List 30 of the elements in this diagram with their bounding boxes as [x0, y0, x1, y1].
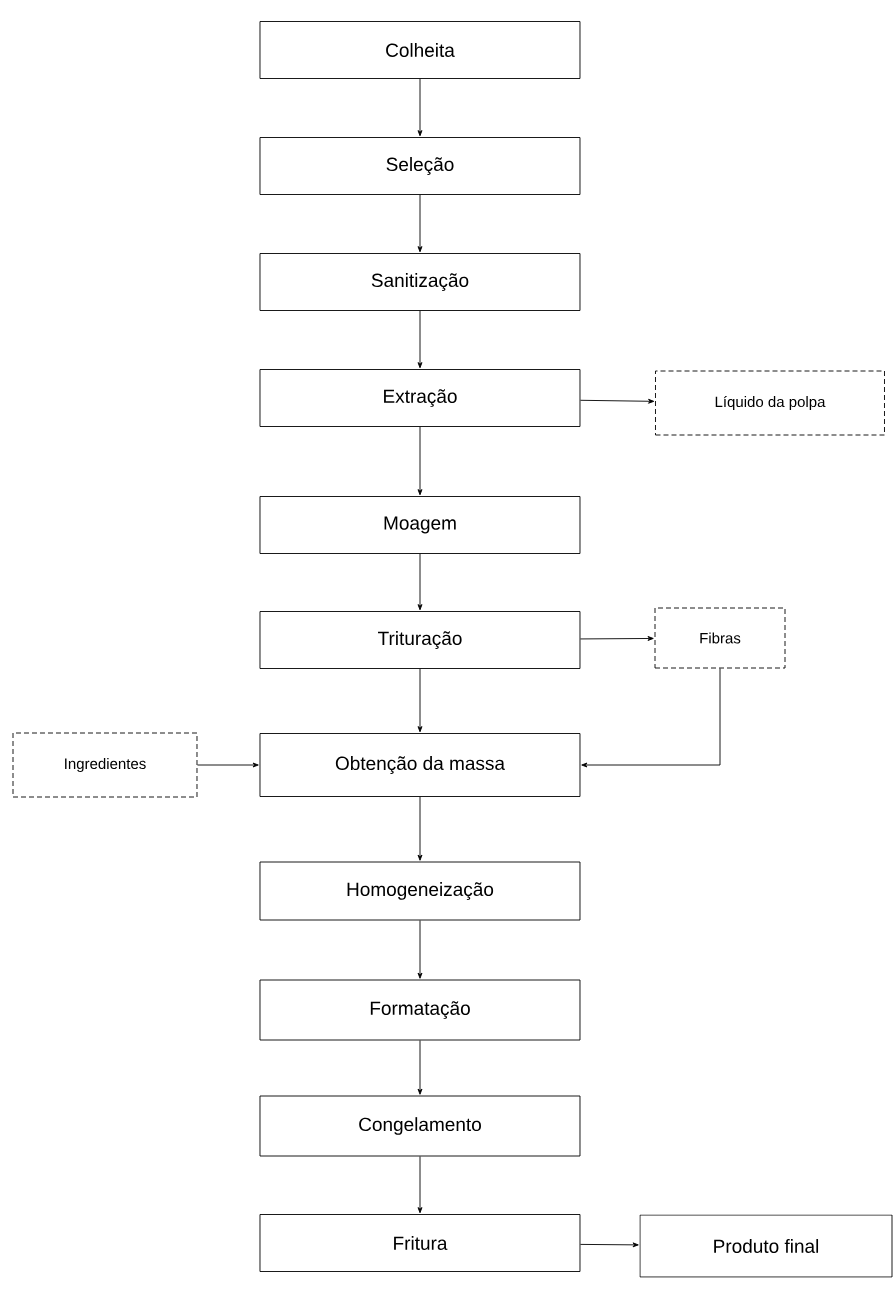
arrow — [417, 1156, 423, 1214]
process-box: Homogeneização — [259, 861, 581, 921]
process-box: Congelamento — [259, 1095, 581, 1157]
dashed-box: Fibras — [654, 607, 786, 669]
process-box: Moagem — [259, 496, 581, 554]
arrow — [417, 78, 423, 137]
arrow — [580, 398, 655, 404]
arrow — [580, 636, 654, 641]
process-box: Sanitização — [259, 253, 581, 311]
arrow — [417, 796, 423, 861]
arrow — [417, 1040, 423, 1095]
arrow — [417, 553, 423, 611]
process-box: Seleção — [259, 137, 581, 195]
process-box: Formatação — [259, 979, 581, 1041]
dashed-box: Ingredientes — [12, 732, 198, 798]
arrow — [417, 668, 423, 733]
process-box: Extração — [259, 369, 581, 427]
arrow — [581, 668, 721, 768]
process-box: Colheita — [259, 21, 581, 79]
process-box: Fritura — [259, 1214, 581, 1272]
arrow — [197, 762, 259, 768]
process-box: Obtenção da massa — [259, 733, 581, 797]
arrow — [417, 194, 423, 253]
process-box: Trituração — [259, 611, 581, 669]
arrow — [417, 426, 423, 496]
dashed-box: Líquido da polpa — [655, 370, 885, 436]
arrow — [417, 310, 423, 369]
arrow — [580, 1242, 639, 1248]
process-box: Produto final — [639, 1214, 893, 1278]
arrow — [417, 920, 423, 979]
